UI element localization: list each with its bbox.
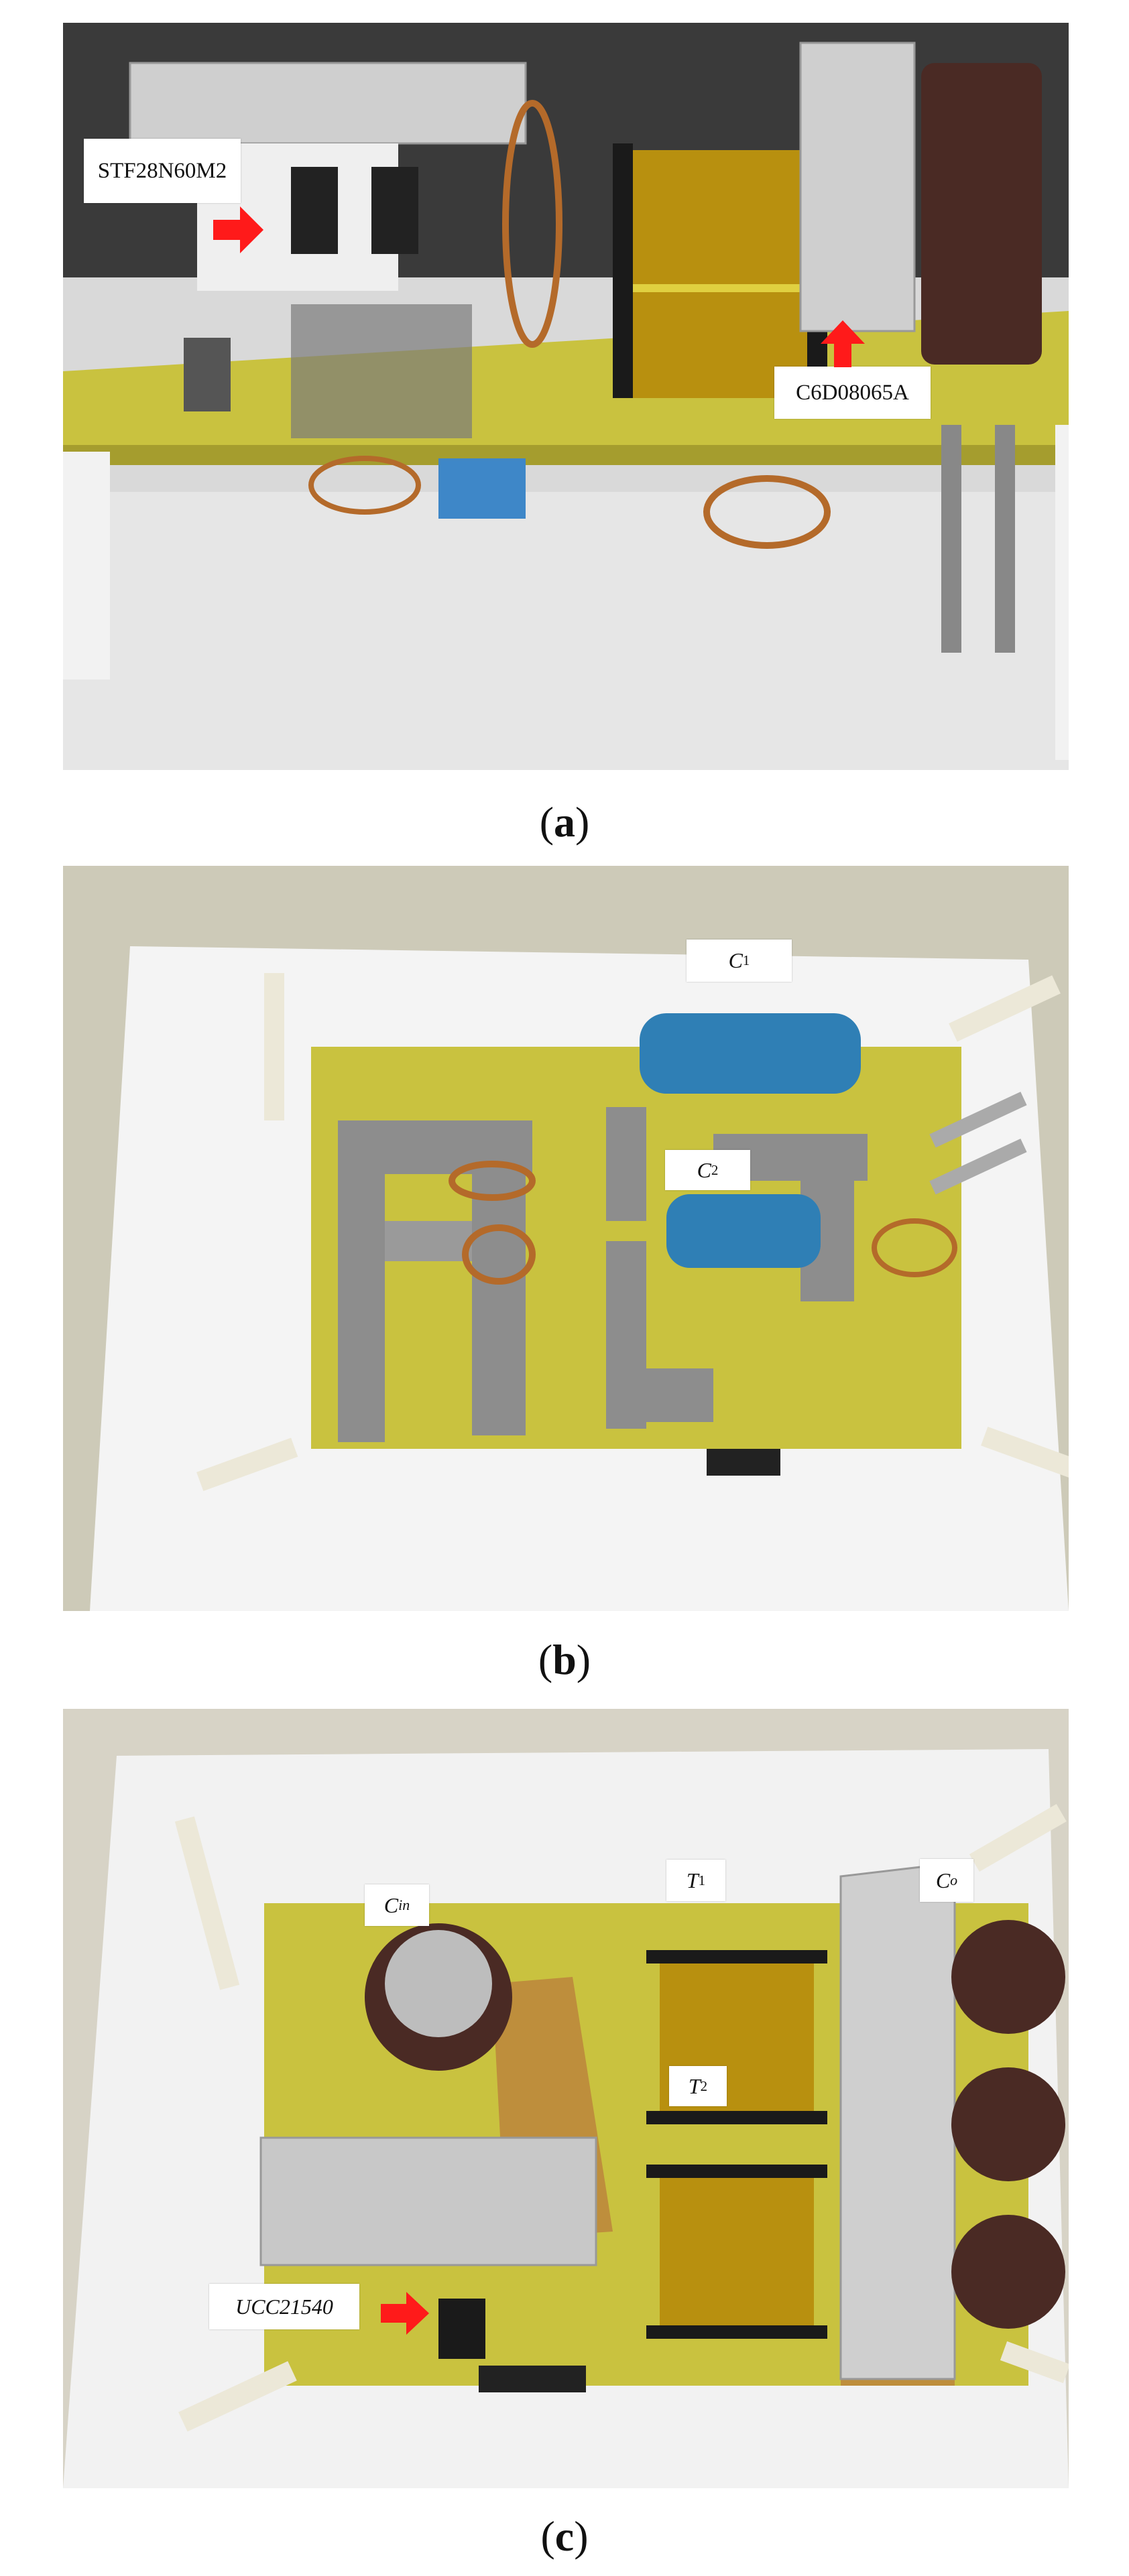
label-ucc21540: UCC21540 [209,2284,359,2329]
arrow-to-diode-icon [821,320,865,367]
caption-c: (c) [540,2512,589,2560]
photo-panel-c [63,1709,1069,2488]
photo-panel-b [63,866,1069,1611]
arrow-to-mosfet-icon [213,206,263,253]
caption-a: (a) [539,798,590,846]
pcb-top-view-photo [63,1709,1069,2488]
arrow-to-gate-driver-icon [381,2292,429,2335]
label-stf28n60m2: STF28N60M2 [84,139,241,203]
pcb-bottom-view-photo [63,866,1069,1611]
label-c6d08065a: C6D08065A [774,367,931,419]
caption-b: (b) [538,1636,591,1683]
